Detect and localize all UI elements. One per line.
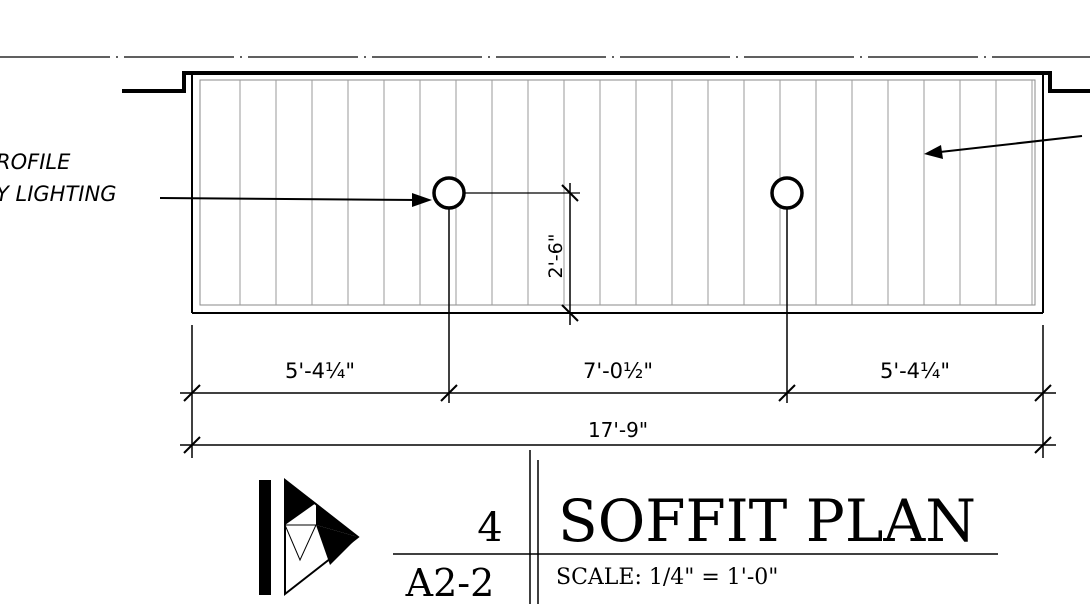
light-fixture-left [432,176,466,210]
seg-tick-1 [183,384,201,402]
callout-left-line1: ROFILE [0,150,71,174]
dim-seg-right: 5'-4¼" [880,359,950,383]
callout-left-line2: Y LIGHTING [0,182,116,206]
detail-arrow-icon [259,477,360,597]
sheet-number: A2-2 [405,561,495,604]
dim-seg-mid: 7'-0½" [583,359,653,383]
callout-left-arrowhead [412,193,432,207]
dim-seg-left: 5'-4¼" [285,359,355,383]
callout-right-arrowhead [924,145,943,159]
overall-tick-left [183,436,201,454]
callout-left-leader [159,197,421,201]
vertical-dim-tick-bottom [561,304,579,322]
soffit-inner-trim [199,79,1036,306]
vertical-dim-tick-top [561,184,579,202]
dim-overall: 17'-9" [588,418,648,442]
vertical-dimension-label: 2'-6" [545,234,567,279]
drawing-scale: SCALE: 1/4" = 1'-0" [556,565,778,590]
drawing-title: SOFFIT PLAN [558,487,976,555]
seg-tick-4 [1034,384,1052,402]
overall-tick-right [1034,436,1052,454]
callout-right-leader [939,135,1083,153]
light-fixture-right [770,176,804,210]
soffit-outline [122,71,1090,93]
board-hatch [239,80,1033,305]
detail-number: 4 [477,505,502,551]
seg-tick-3 [778,384,796,402]
seg-tick-2 [440,384,458,402]
